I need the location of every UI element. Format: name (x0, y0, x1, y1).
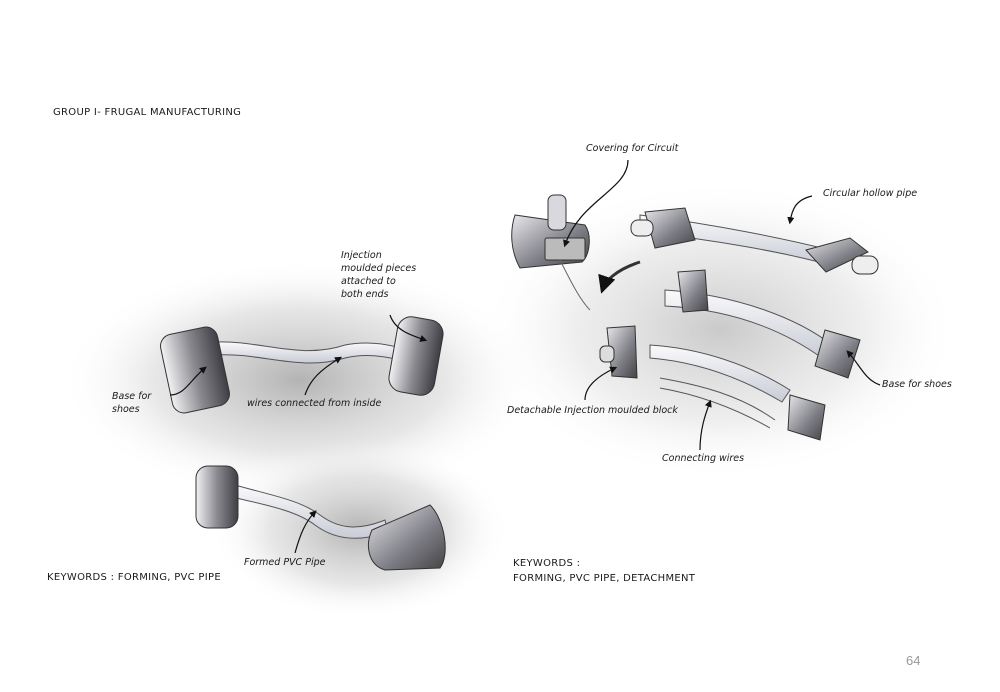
label-line: both ends (341, 289, 389, 300)
label-base-for-shoes-right: Base for shoes (882, 379, 952, 390)
label-line: attached to (341, 276, 396, 287)
label-line: Base for (112, 391, 152, 402)
page-title: GROUP I- FRUGAL MANUFACTURING (53, 107, 242, 118)
annotation-arrows (169, 159, 881, 554)
label-injection-moulded: Injection moulded pieces attached to bot… (341, 249, 416, 301)
label-line: moulded pieces (341, 263, 417, 274)
label-wires-inside: wires connected from inside (247, 398, 382, 409)
label-covering-circuit: Covering for Circuit (586, 143, 679, 154)
label-circular-hollow-pipe: Circular hollow pipe (823, 188, 918, 199)
label-line: Injection (341, 250, 382, 261)
left-keywords: KEYWORDS : FORMING, PVC PIPE (47, 572, 221, 583)
concept-straight-pipe (160, 316, 444, 414)
label-connecting-wires: Connecting wires (662, 453, 745, 464)
page-number: 64 (906, 653, 921, 668)
label-detachable-block: Detachable Injection moulded block (507, 405, 678, 416)
label-formed-pvc-pipe: Formed PVC Pipe (244, 557, 326, 568)
concept-detachable (511, 194, 879, 441)
right-keywords: FORMING, PVC PIPE, DETACHMENT (513, 573, 696, 584)
right-keywords-label: KEYWORDS : (513, 558, 581, 569)
label-base-for-shoes: Base for shoes (112, 390, 151, 416)
label-line: shoes (112, 404, 140, 415)
